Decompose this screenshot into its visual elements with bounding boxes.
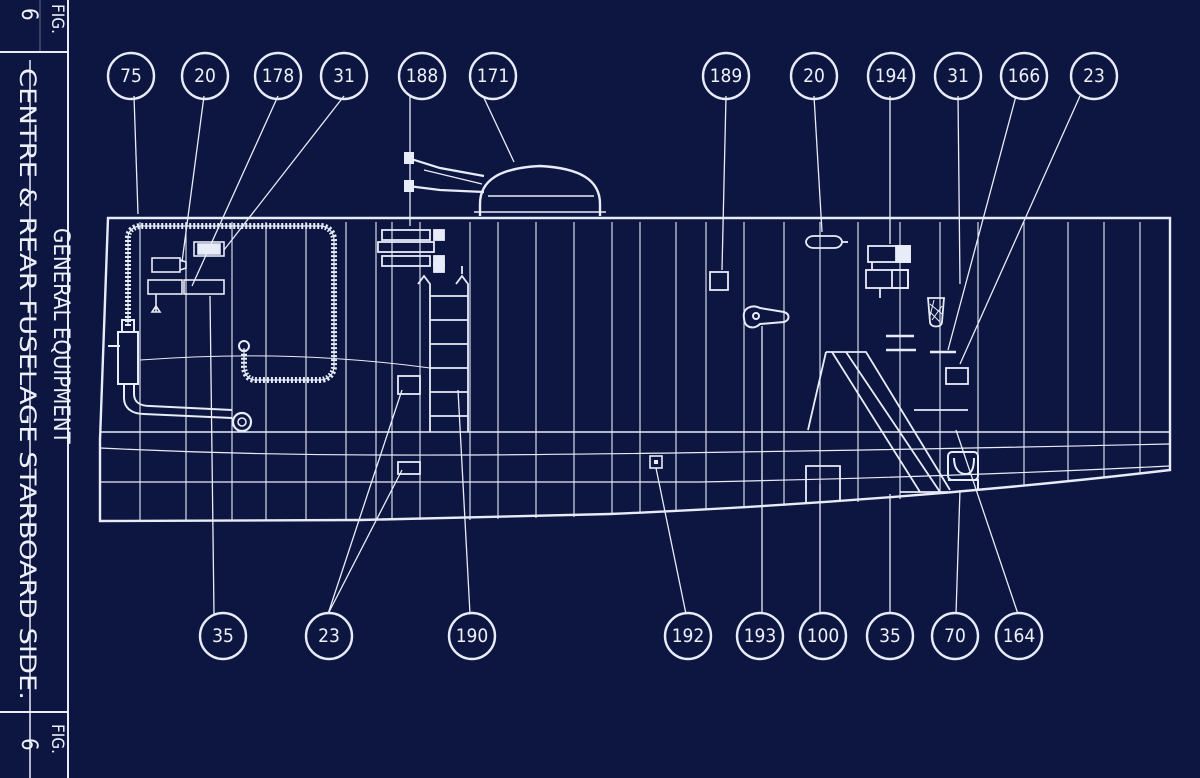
equipment-stack-188 bbox=[377, 229, 445, 273]
callout-189: 189 bbox=[701, 51, 751, 101]
callout-193: 193 bbox=[735, 611, 785, 661]
hatch-100 bbox=[805, 465, 841, 504]
callout-171: 171 bbox=[468, 51, 518, 101]
callout-164: 164 bbox=[994, 611, 1044, 661]
seat-70 bbox=[947, 451, 979, 490]
callout-194: 194 bbox=[866, 51, 916, 101]
ladder bbox=[417, 266, 469, 432]
fig-number-top: 6 bbox=[16, 8, 41, 21]
svg-text:178: 178 bbox=[262, 65, 295, 87]
mesh-container-31 bbox=[927, 297, 945, 328]
callout-192: 192 bbox=[663, 611, 713, 661]
fitting-193 bbox=[742, 305, 790, 329]
svg-text:171: 171 bbox=[477, 65, 510, 87]
title-strip: FIG. 6 GENERAL EQUIPMENT CENTRE & REAR F… bbox=[0, 0, 73, 778]
callout-190: 190 bbox=[447, 611, 497, 661]
svg-text:35: 35 bbox=[879, 625, 901, 647]
box-189 bbox=[709, 271, 729, 291]
fig-label-bottom: FIG. bbox=[47, 724, 67, 754]
equipment-194 bbox=[865, 245, 911, 298]
title-line-1: GENERAL EQUIPMENT bbox=[48, 228, 73, 445]
callout-188: 188 bbox=[397, 51, 447, 101]
svg-text:31: 31 bbox=[333, 65, 355, 87]
ramp-structure bbox=[807, 351, 968, 493]
svg-text:75: 75 bbox=[120, 65, 142, 87]
fuselage-outline bbox=[98, 216, 1172, 523]
callouts-top: 75 20 178 31 188 171 189 20 194 31 166 2… bbox=[106, 51, 1119, 101]
svg-text:166: 166 bbox=[1008, 65, 1041, 87]
svg-text:164: 164 bbox=[1003, 625, 1036, 647]
title-line-2: CENTRE & REAR FUSELAGE STARBOARD SIDE. bbox=[14, 68, 39, 700]
svg-text:100: 100 bbox=[807, 625, 840, 647]
fig-number-bottom: 6 bbox=[16, 738, 41, 751]
callout-23: 23 bbox=[304, 611, 354, 661]
svg-text:31: 31 bbox=[947, 65, 969, 87]
svg-text:35: 35 bbox=[212, 625, 234, 647]
cylinder-20 bbox=[805, 235, 848, 249]
svg-text:23: 23 bbox=[1083, 65, 1105, 87]
leader-lines bbox=[133, 95, 1081, 615]
fig-label-top: FIG. bbox=[47, 4, 67, 34]
piping-loop bbox=[108, 223, 337, 433]
svg-text:188: 188 bbox=[406, 65, 439, 87]
callout-75: 75 bbox=[106, 51, 156, 101]
brackets bbox=[886, 334, 956, 354]
dorsal-turret bbox=[404, 152, 606, 216]
svg-text:192: 192 bbox=[672, 625, 705, 647]
callout-35-right: 35 bbox=[865, 611, 915, 661]
fuselage-frames bbox=[139, 222, 1141, 520]
callout-35: 35 bbox=[198, 611, 248, 661]
svg-text:20: 20 bbox=[194, 65, 216, 87]
callout-70: 70 bbox=[930, 611, 980, 661]
svg-text:189: 189 bbox=[710, 65, 743, 87]
box-192 bbox=[649, 455, 663, 469]
svg-text:23: 23 bbox=[318, 625, 340, 647]
callout-100: 100 bbox=[798, 611, 848, 661]
callout-20: 20 bbox=[180, 51, 230, 101]
callout-20-right: 20 bbox=[789, 51, 839, 101]
callout-178: 178 bbox=[253, 51, 303, 101]
callout-166: 166 bbox=[999, 51, 1049, 101]
small-boxes-23 bbox=[397, 375, 421, 475]
svg-text:190: 190 bbox=[456, 625, 489, 647]
callout-31-right: 31 bbox=[933, 51, 983, 101]
svg-text:20: 20 bbox=[803, 65, 825, 87]
callout-31: 31 bbox=[319, 51, 369, 101]
box-23-right bbox=[945, 367, 969, 385]
callouts-bottom: 35 23 190 192 193 100 35 70 164 bbox=[198, 611, 1044, 661]
callout-23-right: 23 bbox=[1069, 51, 1119, 101]
svg-text:194: 194 bbox=[875, 65, 908, 87]
svg-text:70: 70 bbox=[944, 625, 966, 647]
svg-text:193: 193 bbox=[744, 625, 777, 647]
